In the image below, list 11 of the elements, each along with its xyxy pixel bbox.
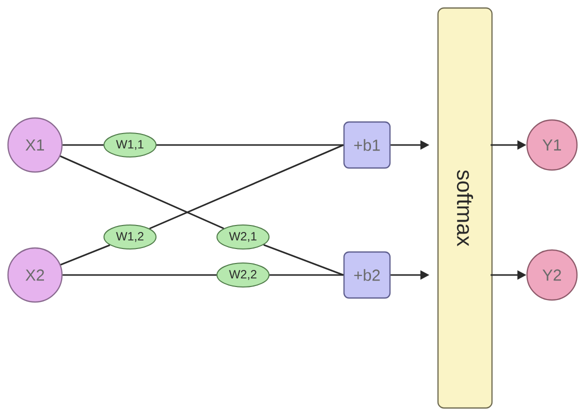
connector (156, 144, 344, 146)
connector (149, 144, 344, 230)
softmax-box: softmax (437, 7, 493, 409)
bias-box: +b2 (343, 251, 391, 299)
connector (62, 274, 216, 276)
connector (270, 274, 344, 276)
connector (62, 144, 104, 146)
bias-box: +b1 (343, 121, 391, 169)
connector (263, 244, 344, 276)
connector (60, 155, 224, 230)
connector (60, 244, 110, 266)
